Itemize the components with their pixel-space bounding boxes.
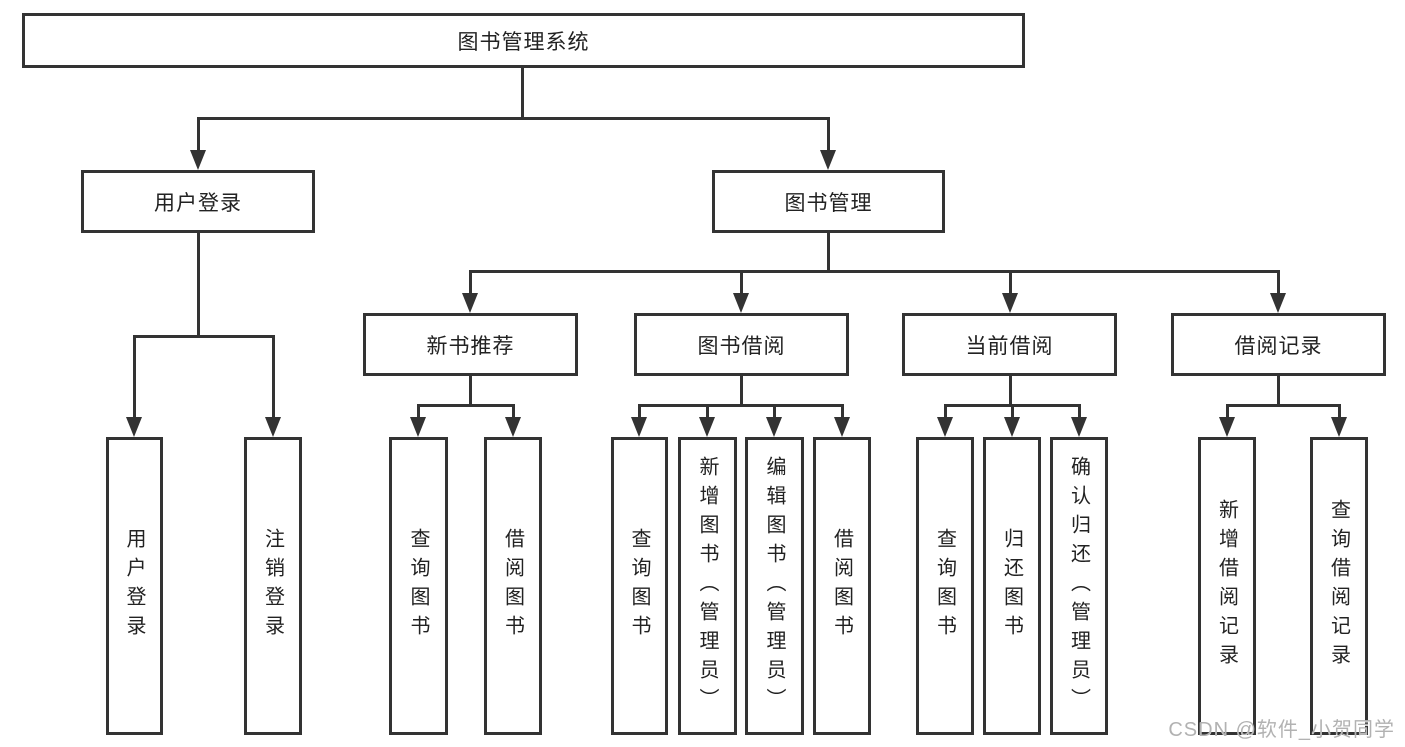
leaf-query-books-current: 查询图书: [916, 437, 974, 735]
leaf-add-book-admin: 新增图书（管理员）: [678, 437, 737, 735]
node-new-book-recommend: 新书推荐: [363, 313, 578, 376]
node-current-borrow: 当前借阅: [902, 313, 1117, 376]
connector-drop-current: [1009, 270, 1012, 296]
arrow-down-icon: [834, 417, 850, 437]
leaf-return-book-label: 归还图书: [1000, 528, 1023, 644]
leaf-query-borrow-record: 查询借阅记录: [1310, 437, 1368, 735]
arrow-down-icon: [1071, 417, 1087, 437]
connector-drop-newbook: [469, 270, 472, 296]
connector-drop-leaf-user-login: [133, 335, 136, 420]
arrow-down-icon: [410, 417, 426, 437]
connector-current-stem: [1009, 376, 1012, 406]
leaf-confirm-return-admin: 确认归还（管理员）: [1050, 437, 1108, 735]
connector-drop-leaf-logout: [272, 335, 275, 420]
connector-records-stem: [1277, 376, 1280, 406]
leaf-user-login-label: 用户登录: [123, 528, 145, 644]
leaf-query-books-recommend-label: 查询图书: [407, 528, 429, 644]
arrow-down-icon: [1270, 293, 1286, 313]
leaf-borrow-books-recommend-label: 借阅图书: [501, 528, 524, 644]
leaf-query-books-current-label: 查询图书: [933, 528, 956, 644]
arrow-down-icon: [505, 417, 521, 437]
connector-login-stem: [197, 233, 200, 337]
connector-mgmt-stem: [827, 233, 830, 272]
leaf-user-login: 用户登录: [106, 437, 163, 735]
leaf-borrow-books-label: 借阅图书: [830, 528, 853, 644]
leaf-query-books-recommend: 查询图书: [389, 437, 448, 735]
node-borrow-records-label: 借阅记录: [1234, 334, 1323, 358]
connector-root-split: [197, 117, 830, 120]
arrow-down-icon: [937, 417, 953, 437]
leaf-edit-book-admin-label: 编辑图书（管理员）: [763, 455, 785, 717]
arrow-down-icon: [462, 293, 478, 313]
node-current-borrow-label: 当前借阅: [965, 334, 1054, 358]
watermark: CSDN @软件_小贺同学: [1168, 719, 1395, 741]
node-user-login: 用户登录: [81, 170, 315, 233]
connector-drop-leaf-borrow1: [512, 404, 515, 420]
connector-newbook-split: [417, 404, 515, 407]
leaf-return-book: 归还图书: [983, 437, 1041, 735]
leaf-add-borrow-record-label: 新增借阅记录: [1215, 499, 1238, 673]
connector-borrow-stem: [740, 376, 743, 406]
leaf-add-book-admin-label: 新增图书（管理员）: [696, 455, 718, 717]
arrow-down-icon: [190, 150, 206, 170]
connector-newbook-stem: [469, 376, 472, 406]
leaf-query-books-borrow: 查询图书: [611, 437, 668, 735]
arrow-down-icon: [1331, 417, 1347, 437]
connector-drop-mgmt: [827, 117, 830, 153]
connector-drop-leaf-query-record: [1338, 404, 1341, 420]
connector-drop-leaf-query1: [417, 404, 420, 420]
connector-root-stem: [521, 67, 524, 118]
node-borrow-records: 借阅记录: [1171, 313, 1386, 376]
node-book-borrow-label: 图书借阅: [697, 334, 786, 358]
arrow-down-icon: [766, 417, 782, 437]
node-new-book-recommend-label: 新书推荐: [426, 334, 515, 358]
connector-drop-leaf-borrow2: [841, 404, 844, 420]
connector-drop-leaf-query3: [944, 404, 947, 420]
connector-drop-borrow: [740, 270, 743, 296]
leaf-edit-book-admin: 编辑图书（管理员）: [745, 437, 804, 735]
connector-login-split: [133, 335, 275, 338]
connector-borrow-split: [638, 404, 844, 407]
arrow-down-icon: [265, 417, 281, 437]
leaf-borrow-books: 借阅图书: [813, 437, 871, 735]
connector-drop-login: [197, 117, 200, 153]
node-root-library-system: 图书管理系统: [22, 13, 1025, 68]
connector-drop-leaf-return: [1011, 404, 1014, 420]
connector-records-split: [1226, 404, 1341, 407]
connector-mgmt-split: [469, 270, 1280, 273]
arrow-down-icon: [820, 150, 836, 170]
arrow-down-icon: [631, 417, 647, 437]
connector-drop-leaf-query2: [638, 404, 641, 420]
leaf-logout-label: 注销登录: [261, 528, 284, 644]
arrow-down-icon: [1004, 417, 1020, 437]
node-book-borrow: 图书借阅: [634, 313, 849, 376]
connector-drop-records: [1277, 270, 1280, 296]
leaf-confirm-return-admin-label: 确认归还（管理员）: [1067, 455, 1090, 717]
connector-drop-leaf-confirm: [1078, 404, 1081, 420]
leaf-add-borrow-record: 新增借阅记录: [1198, 437, 1256, 735]
arrow-down-icon: [1219, 417, 1235, 437]
arrow-down-icon: [699, 417, 715, 437]
arrow-down-icon: [733, 293, 749, 313]
leaf-logout: 注销登录: [244, 437, 302, 735]
leaf-query-borrow-record-label: 查询借阅记录: [1327, 499, 1350, 673]
node-book-management-label: 图书管理: [784, 191, 873, 215]
node-root-label: 图书管理系统: [457, 30, 590, 54]
arrow-down-icon: [1002, 293, 1018, 313]
arrow-down-icon: [126, 417, 142, 437]
node-book-management: 图书管理: [712, 170, 945, 233]
leaf-query-books-borrow-label: 查询图书: [628, 528, 650, 644]
connector-drop-leaf-add-book: [706, 404, 709, 420]
connector-drop-leaf-add-record: [1226, 404, 1229, 420]
leaf-borrow-books-recommend: 借阅图书: [484, 437, 542, 735]
node-user-login-label: 用户登录: [154, 191, 242, 215]
connector-drop-leaf-edit-book: [773, 404, 776, 420]
